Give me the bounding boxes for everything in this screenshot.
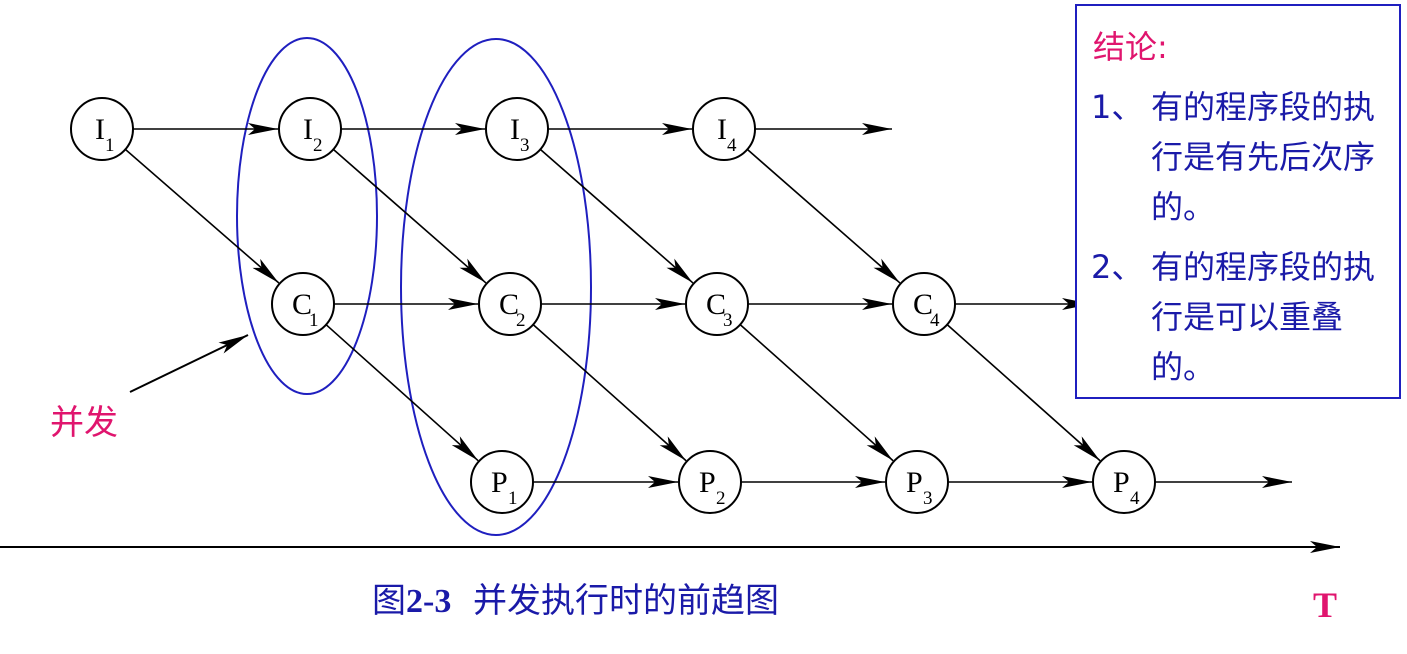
node-circle xyxy=(685,272,749,336)
node-letter: I xyxy=(510,113,520,146)
node-subscript: 3 xyxy=(723,310,733,331)
figure-caption: 图2-3 并发执行时的前趋图 xyxy=(372,573,779,622)
edge-c3-p3 xyxy=(739,324,894,462)
node-subscript: 2 xyxy=(716,488,726,509)
node-circle xyxy=(271,272,335,336)
concurrent-label: 并发 xyxy=(50,403,118,443)
caption-number: 2-3 xyxy=(406,583,452,620)
conclusion-item-number: 1、 xyxy=(1091,88,1144,126)
node-circle xyxy=(485,97,549,161)
node-c1: C1 xyxy=(271,272,335,336)
node-circle xyxy=(70,97,134,161)
node-circle xyxy=(678,450,742,514)
node-letter: C xyxy=(499,288,519,321)
node-subscript: 1 xyxy=(105,135,115,156)
node-letter: P xyxy=(699,466,716,499)
conclusion-title: 结论: xyxy=(1093,28,1168,66)
node-circle xyxy=(278,97,342,161)
edges xyxy=(124,123,1292,488)
node-subscript: 4 xyxy=(930,310,940,331)
node-circle xyxy=(478,272,542,336)
node-letter: P xyxy=(1113,466,1130,499)
concurrency-groups xyxy=(236,37,592,536)
node-circle xyxy=(470,450,534,514)
node-letter: C xyxy=(913,288,933,321)
concurrent-pointer-arrow xyxy=(129,334,249,393)
edge-c2-p2 xyxy=(532,324,687,462)
conclusion-item-text: 有的程序段的执行是可以重叠的。 xyxy=(1151,248,1376,386)
edge-i2-c2 xyxy=(332,148,487,284)
node-letter: C xyxy=(706,288,726,321)
edge-c4-p4 xyxy=(946,324,1101,462)
node-c2: C2 xyxy=(478,272,542,336)
node-circle xyxy=(892,272,956,336)
conclusion-item-text: 有的程序段的执行是有先后次序的。 xyxy=(1151,88,1376,226)
node-subscript: 4 xyxy=(727,135,737,156)
time-axis-label: T xyxy=(1313,585,1338,625)
edge-i1-c1 xyxy=(124,148,280,284)
concurrency-ellipse xyxy=(400,38,592,536)
node-subscript: 4 xyxy=(1130,488,1140,509)
node-subscript: 1 xyxy=(309,310,319,331)
caption-title: 并发执行时的前趋图 xyxy=(472,581,779,621)
node-letter: P xyxy=(491,466,508,499)
edge-i4-c4 xyxy=(746,148,901,284)
edge-i3-c3 xyxy=(539,148,694,284)
node-circle xyxy=(1092,450,1156,514)
node-letter: I xyxy=(95,113,105,146)
node-subscript: 3 xyxy=(923,488,933,509)
node-letter: C xyxy=(292,288,312,321)
node-subscript: 3 xyxy=(520,135,530,156)
conclusion-box: 结论: 1、 有的程序段的执行是有先后次序的。 2、 有的程序段的执行是可以重叠… xyxy=(1075,4,1401,399)
edge-c1-p1 xyxy=(325,324,479,462)
node-letter: I xyxy=(303,113,313,146)
node-letter: P xyxy=(906,466,923,499)
node-c3: C3 xyxy=(685,272,749,336)
concurrency-ellipse xyxy=(236,37,378,395)
node-c4: C4 xyxy=(892,272,956,336)
node-subscript: 2 xyxy=(516,310,526,331)
node-subscript: 1 xyxy=(508,488,518,509)
node-subscript: 2 xyxy=(313,135,323,156)
node-circle xyxy=(692,97,756,161)
caption-prefix: 图 xyxy=(372,581,406,621)
node-circle xyxy=(885,450,949,514)
conclusion-item-number: 2、 xyxy=(1091,248,1144,286)
node-letter: I xyxy=(717,113,727,146)
